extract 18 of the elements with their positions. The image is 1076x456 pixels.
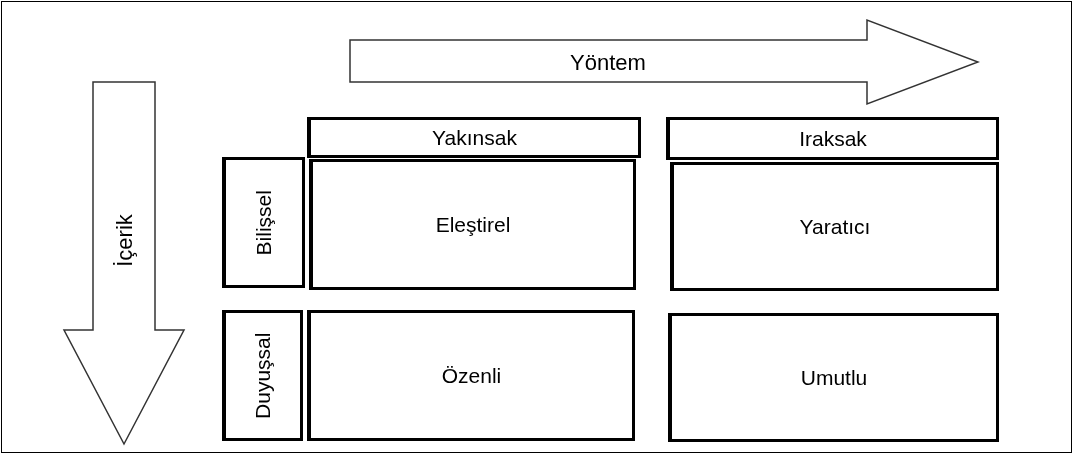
- node-label: Duyuşsal: [251, 332, 275, 419]
- category-box: [668, 313, 999, 442]
- category-box: [307, 117, 641, 158]
- node-label: Yaratıcı: [799, 213, 871, 240]
- node-label: Özenli: [441, 362, 502, 389]
- node-label: İçerik: [111, 213, 137, 267]
- category-box: [309, 159, 636, 290]
- node-label: Umutlu: [800, 364, 868, 391]
- category-box: [222, 157, 305, 288]
- node-label: Yakınsak: [432, 124, 517, 151]
- category-box: [222, 310, 303, 441]
- node-label: Iraksak: [799, 125, 867, 152]
- node-label: Bilişsel: [252, 189, 276, 256]
- category-box: [307, 310, 635, 441]
- node-label: Eleştirel: [435, 211, 511, 238]
- category-box: [666, 117, 999, 160]
- node-label: Yöntem: [570, 48, 646, 77]
- category-box: [670, 162, 999, 291]
